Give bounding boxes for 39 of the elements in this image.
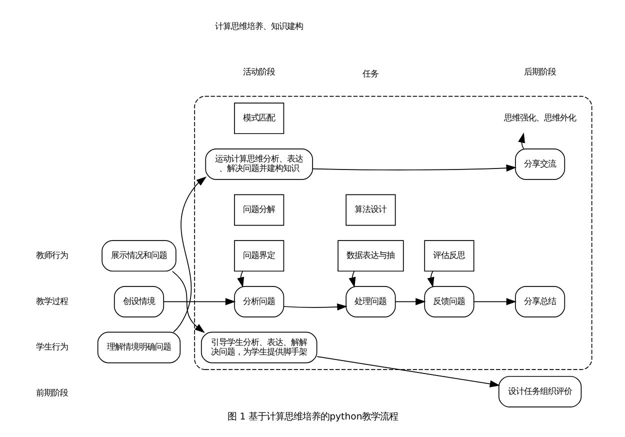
label: 活动阶段: [242, 66, 275, 77]
label: 后期阶段: [524, 66, 556, 77]
arrow: [394, 298, 426, 306]
node-box: 评估反思: [424, 240, 474, 272]
node-box: 运动计算思维分析、表达、解决问题并建构知识: [204, 148, 312, 180]
arrow: [473, 298, 516, 306]
arrow: [162, 298, 236, 306]
node-box: 问题界定: [234, 240, 284, 272]
label: 计算思维培养、知识建构: [214, 20, 303, 31]
node-box: 展示情况和问题: [101, 240, 176, 272]
node-text: 思维强化、思维外化: [504, 112, 576, 122]
node-box: 引导学生分析、表达、解解决问题，为学生提供脚手架: [200, 332, 317, 364]
arrow: [172, 270, 204, 333]
label: 学生行为: [36, 342, 68, 352]
node-box: 反馈问题: [424, 286, 474, 318]
node-box: 问题分解: [234, 194, 284, 226]
node-box: 算法设计: [345, 194, 396, 226]
arrow: [426, 270, 434, 288]
arrow: [172, 176, 206, 333]
arrow: [312, 164, 516, 172]
node-box: 数据表达与抽: [337, 240, 404, 272]
label: 教学过程: [36, 296, 68, 306]
arrow: [348, 270, 356, 288]
node-box: 理解情境明确问题: [96, 332, 180, 364]
node-box: 分析问题: [234, 286, 284, 318]
node-box: 处理问题: [345, 286, 396, 318]
node-box: 分享总结: [514, 286, 565, 318]
node-box: 设计任务组织评价: [498, 376, 582, 408]
arrow: [316, 356, 500, 388]
arrow: [236, 270, 244, 288]
label: 教师行为: [36, 250, 68, 260]
caption: 图 1 基于计算思维培养的python教学流程: [227, 411, 398, 422]
node-box: 模式匹配: [234, 102, 284, 134]
arrow: [518, 132, 525, 150]
label: 任务: [362, 68, 378, 78]
label: 前期阶段: [36, 387, 68, 398]
node-box: 创设情境: [113, 286, 164, 318]
arrow: [282, 303, 347, 311]
node-box: 分享交流: [514, 148, 565, 180]
